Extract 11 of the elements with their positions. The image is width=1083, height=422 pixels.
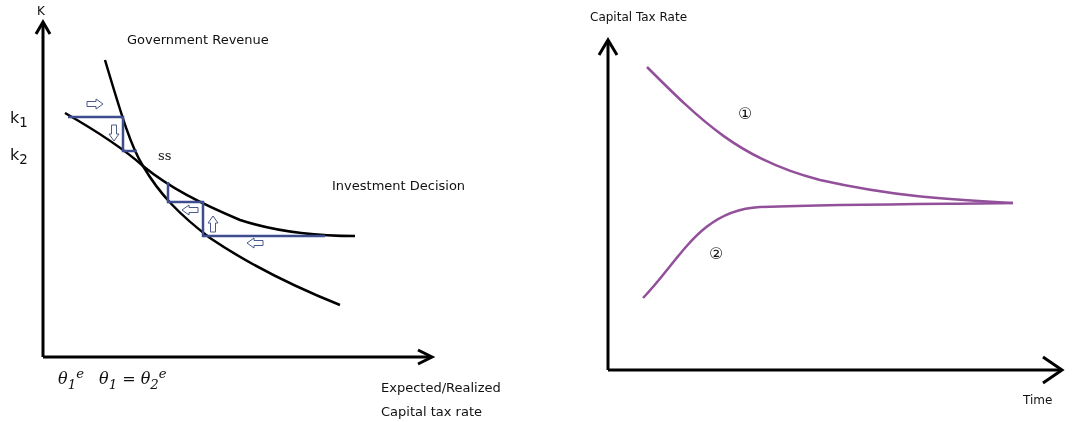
curve-label: Investment Decision — [332, 178, 466, 194]
tick-label: k$_{1}$ — [10, 108, 28, 132]
tick-label: k$_{2}$ — [10, 145, 28, 169]
curve-number: ① — [738, 104, 753, 124]
axis-label: Time — [1023, 393, 1053, 408]
axis-label: Expected/Realized Capital tax rate — [381, 379, 502, 422]
curve-label: Government Revenue — [127, 32, 269, 48]
axis-label: K — [37, 4, 45, 19]
curve-number: ② — [709, 244, 724, 264]
axis-label: Capital Tax Rate — [590, 10, 688, 25]
point-label: ss — [158, 148, 172, 164]
